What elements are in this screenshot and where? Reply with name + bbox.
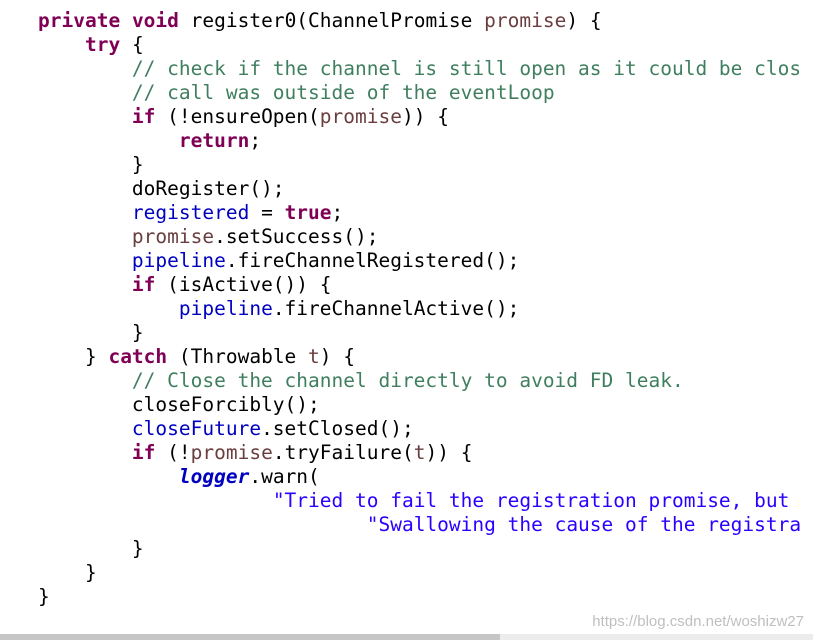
code-area[interactable]: private void register0(ChannelPromise pr… xyxy=(38,9,801,609)
code-line: } xyxy=(38,561,801,585)
code-token-plain: } xyxy=(38,345,109,368)
code-token-plain xyxy=(38,465,179,488)
code-token-string: "Swallowing the cause of the registra xyxy=(366,513,802,536)
horizontal-scrollbar[interactable] xyxy=(0,634,813,640)
code-token-keyword: if xyxy=(131,273,156,296)
code-token-keyword: if xyxy=(131,105,156,128)
code-token-plain: ) { xyxy=(566,9,602,32)
code-token-plain: closeForcibly(); xyxy=(38,393,320,416)
code-token-plain: ; xyxy=(249,129,262,152)
code-token-plain xyxy=(38,441,132,464)
code-token-plain: (isActive()) { xyxy=(155,273,332,296)
code-token-plain xyxy=(38,489,273,512)
code-token-plain xyxy=(38,57,132,80)
code-line: } xyxy=(38,321,801,345)
code-token-plain: (Throwable xyxy=(167,345,309,368)
code-line: return; xyxy=(38,129,801,153)
code-line: try { xyxy=(38,33,801,57)
code-token-keyword: if xyxy=(131,441,156,464)
code-line: // check if the channel is still open as… xyxy=(38,57,801,81)
code-token-plain: .setClosed(); xyxy=(261,417,414,440)
code-token-parameter: promise xyxy=(319,105,402,128)
code-token-plain: ; xyxy=(331,201,344,224)
code-token-plain xyxy=(38,513,367,536)
code-line: closeForcibly(); xyxy=(38,393,801,417)
code-token-comment: // call was outside of the eventLoop xyxy=(131,81,555,104)
code-line: } xyxy=(38,153,801,177)
code-line: private void register0(ChannelPromise pr… xyxy=(38,9,801,33)
code-token-comment: // Close the channel directly to avoid F… xyxy=(131,369,684,392)
code-token-plain: } xyxy=(38,537,144,560)
code-line: logger.warn( xyxy=(38,465,801,489)
code-token-plain xyxy=(38,297,179,320)
code-token-plain: register0(ChannelPromise xyxy=(178,9,485,32)
code-token-plain xyxy=(38,369,132,392)
code-token-plain xyxy=(38,273,132,296)
code-token-plain: )) { xyxy=(425,441,473,464)
code-line: closeFuture.setClosed(); xyxy=(38,417,801,441)
code-token-field: closeFuture xyxy=(131,417,262,440)
code-token-plain: { xyxy=(120,33,144,56)
code-token-plain xyxy=(38,33,85,56)
code-line: } xyxy=(38,585,801,609)
code-line: "Tried to fail the registration promise,… xyxy=(38,489,801,513)
code-token-keyword: void xyxy=(131,9,179,32)
code-token-plain: = xyxy=(249,201,285,224)
code-token-plain xyxy=(38,417,132,440)
code-token-plain xyxy=(38,81,132,104)
code-token-parameter: promise xyxy=(190,441,273,464)
code-line: pipeline.fireChannelActive(); xyxy=(38,297,801,321)
code-token-plain xyxy=(38,225,132,248)
code-token-string: "Tried to fail the registration promise,… xyxy=(272,489,790,512)
code-token-plain: .tryFailure( xyxy=(272,441,414,464)
code-token-plain xyxy=(120,9,132,32)
code-line: if (isActive()) { xyxy=(38,273,801,297)
code-token-plain: (! xyxy=(155,441,191,464)
code-line: if (!promise.tryFailure(t)) { xyxy=(38,441,801,465)
code-token-plain: } xyxy=(38,561,97,584)
code-token-parameter: t xyxy=(308,345,320,368)
code-token-plain: } xyxy=(38,153,144,176)
code-token-keyword: catch xyxy=(108,345,168,368)
code-token-plain: (!ensureOpen( xyxy=(155,105,320,128)
code-line: } xyxy=(38,537,801,561)
code-token-plain: } xyxy=(38,585,50,608)
code-token-field: registered xyxy=(131,201,250,224)
code-token-comment: // check if the channel is still open as… xyxy=(131,57,802,80)
code-token-static-field: logger xyxy=(178,465,250,488)
code-line: registered = true; xyxy=(38,201,801,225)
code-token-parameter: t xyxy=(413,441,426,464)
code-token-plain: ) { xyxy=(319,345,356,368)
code-token-plain: doRegister(); xyxy=(38,177,285,200)
code-line: // call was outside of the eventLoop xyxy=(38,81,801,105)
watermark-text: https://blog.csdn.net/woshizw27 xyxy=(592,613,804,630)
code-line: pipeline.fireChannelRegistered(); xyxy=(38,249,801,273)
code-token-plain xyxy=(38,105,132,128)
code-token-plain: } xyxy=(38,321,144,344)
code-line: } catch (Throwable t) { xyxy=(38,345,801,369)
code-token-parameter: promise xyxy=(484,9,567,32)
code-token-parameter: promise xyxy=(131,225,215,248)
code-line: if (!ensureOpen(promise)) { xyxy=(38,105,801,129)
code-token-keyword: private xyxy=(38,9,121,32)
code-token-keyword: try xyxy=(84,33,121,56)
code-token-plain: .setSuccess(); xyxy=(214,225,379,248)
code-token-plain: .fireChannelActive(); xyxy=(272,297,520,320)
code-token-field: pipeline xyxy=(131,249,226,272)
code-token-plain: .warn( xyxy=(249,465,320,488)
code-token-keyword: return xyxy=(178,129,250,152)
code-token-plain xyxy=(38,249,132,272)
code-line: promise.setSuccess(); xyxy=(38,225,801,249)
code-line: // Close the channel directly to avoid F… xyxy=(38,369,801,393)
code-token-plain: .fireChannelRegistered(); xyxy=(225,249,520,272)
code-line: "Swallowing the cause of the registra xyxy=(38,513,801,537)
code-token-keyword: true xyxy=(284,201,332,224)
code-token-field: pipeline xyxy=(178,297,273,320)
horizontal-scrollbar-thumb[interactable] xyxy=(0,634,500,640)
code-token-plain xyxy=(38,201,132,224)
code-token-plain xyxy=(38,129,179,152)
code-line: doRegister(); xyxy=(38,177,801,201)
code-token-plain: )) { xyxy=(401,105,449,128)
